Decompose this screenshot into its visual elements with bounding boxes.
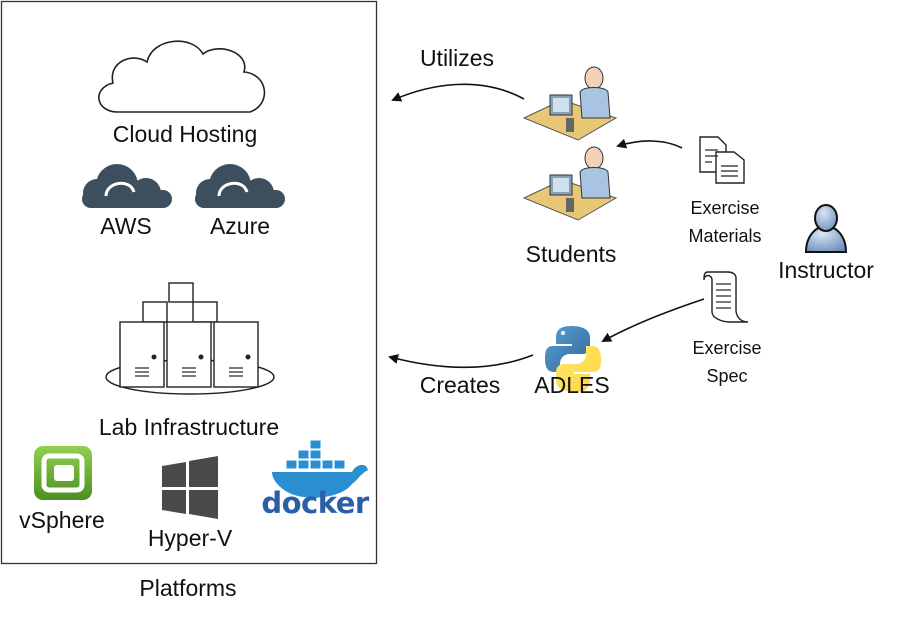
spec-to-adles-arrow [601,298,705,342]
docker-whale-icon [272,439,368,498]
exercise-spec-label-line2: Spec [706,366,748,386]
platforms-caption: Platforms [139,575,237,601]
students-label: Students [525,241,617,267]
materials-to-students-arrow [616,138,683,149]
aws-label: AWS [100,213,152,239]
student-workstation-icon [522,66,618,141]
exercise-spec-label-line1: Exercise [692,338,762,358]
aws-cloud-icon [82,164,172,208]
cloud-hosting-label: Cloud Hosting [112,121,258,147]
exercise-materials-label-line1: Exercise [690,198,760,218]
vsphere-label: vSphere [19,507,105,533]
hyperv-label: Hyper-V [147,525,233,551]
azure-label: Azure [209,213,271,239]
cloud-hosting-icon [98,40,266,113]
exercise-materials-label-line2: Materials [688,226,762,246]
platforms-box [0,0,378,565]
student-workstation-icon [522,146,618,221]
docker-wordmark: docker [261,486,369,520]
vsphere-icon [34,446,92,500]
utilizes-label: Utilizes [419,45,495,71]
exercise-materials-icon [699,136,745,184]
adles-python-icon [545,326,601,392]
lab-infrastructure-label: Lab Infrastructure [98,414,280,440]
adles-label: ADLES [534,372,610,398]
utilizes-arrow [391,83,525,102]
hyperv-windows-icon [162,456,218,519]
creates-label: Creates [419,372,501,398]
exercise-spec-icon [703,271,749,323]
instructor-icon [804,204,848,253]
azure-cloud-icon [195,164,285,208]
lab-infrastructure-icon [105,282,275,395]
instructor-label: Instructor [778,257,874,283]
creates-arrow [388,354,534,368]
